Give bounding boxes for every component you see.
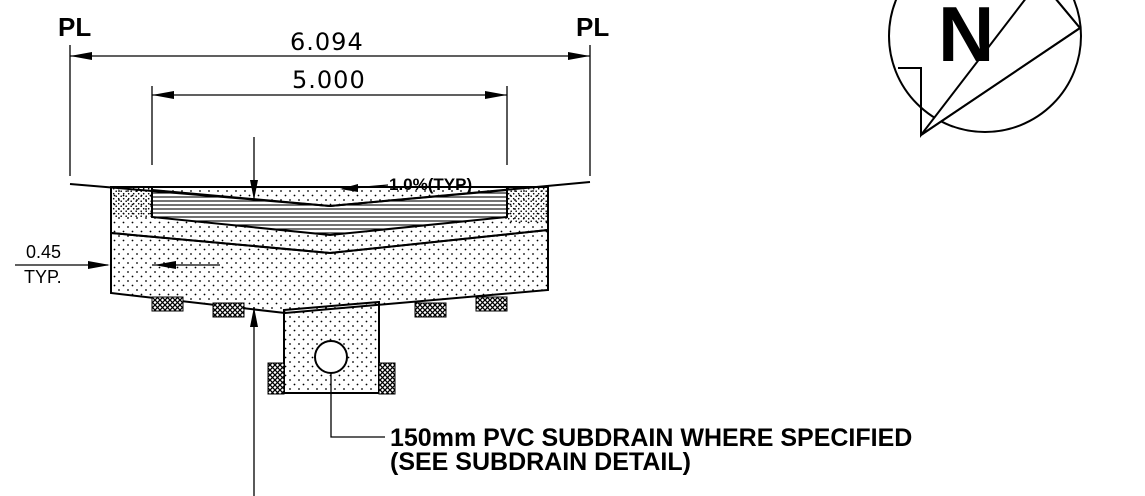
- subdrain-pipe: [314, 340, 348, 374]
- slope-label: 1.0%(TYP): [389, 175, 472, 194]
- shoulder-left: [111, 187, 152, 218]
- overall-width-label: 6.094: [290, 28, 364, 56]
- soil-hatch: [414, 302, 447, 318]
- cross-section: [69, 181, 591, 395]
- edge-offset-value: 0.45: [26, 242, 61, 262]
- subdrain-note-line2: (SEE SUBDRAIN DETAIL): [390, 448, 691, 476]
- shoulder-right: [507, 187, 548, 222]
- property-line-right-symbol: PL: [576, 12, 609, 42]
- edge-offset-dimension: [15, 261, 220, 269]
- pavement-width-dimension: [151, 86, 508, 165]
- edge-offset-note: TYP.: [24, 267, 62, 287]
- depth-arrow-top: [250, 137, 258, 200]
- overall-width-dimension: [69, 45, 591, 176]
- property-line-left-symbol: PL: [58, 12, 91, 42]
- soil-hatch: [212, 302, 245, 318]
- soil-hatch: [151, 296, 184, 312]
- soil-hatch: [267, 362, 285, 395]
- subdrain-leader: [330, 373, 385, 438]
- subdrain-note-line1: 150mm PVC SUBDRAIN WHERE SPECIFIED: [390, 424, 912, 452]
- depth-arrow-bottom: [250, 307, 258, 496]
- north-arrow: N: [888, 0, 1082, 138]
- slope-arrow: [340, 184, 389, 192]
- pavement-width-label: 5.000: [292, 66, 366, 94]
- north-arrow-letter: N: [938, 0, 994, 78]
- soil-hatch: [475, 296, 508, 312]
- soil-hatch: [378, 362, 396, 395]
